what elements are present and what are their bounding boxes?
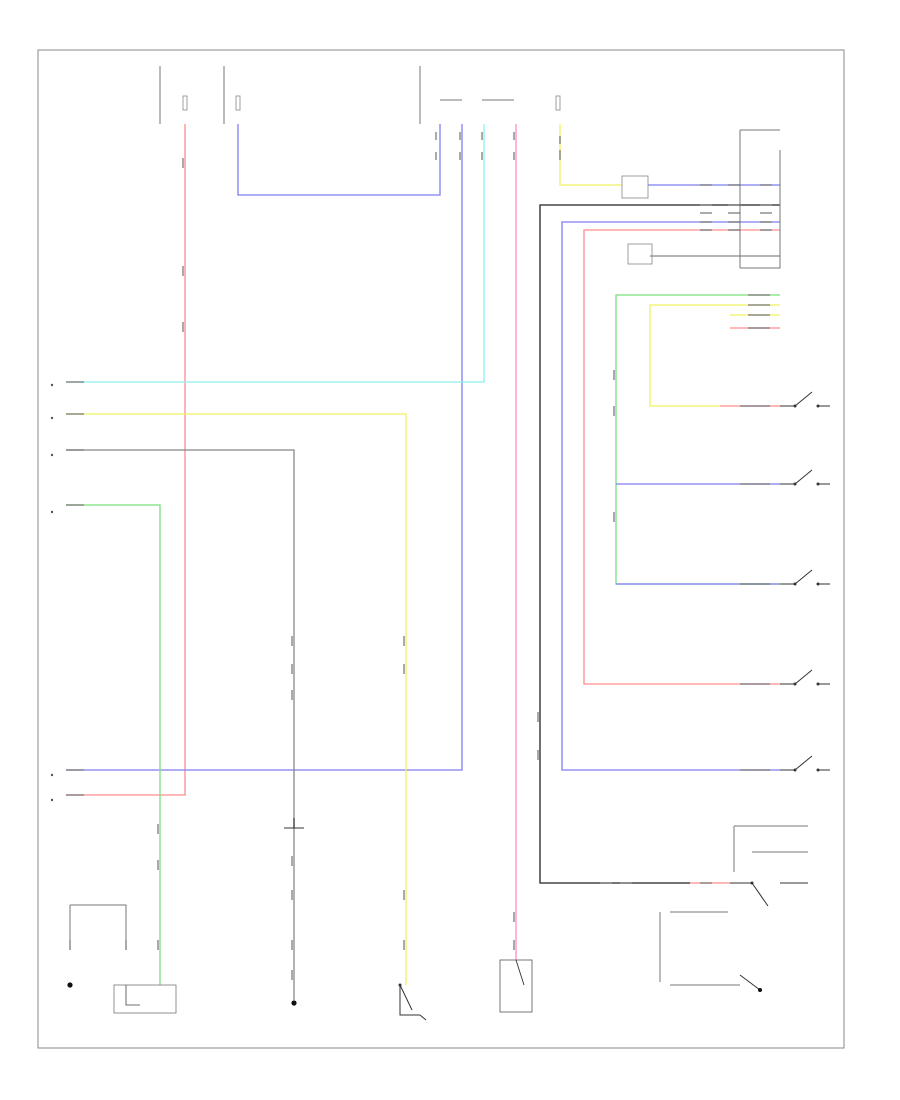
wire-label-ticks xyxy=(66,132,772,980)
switch-column xyxy=(780,391,830,772)
wire-cyan xyxy=(66,124,485,383)
wire-blue-right xyxy=(561,221,780,771)
connector-icon xyxy=(621,175,649,199)
fuse-icon xyxy=(555,95,561,111)
top-header-area xyxy=(159,66,561,124)
ground-icon xyxy=(739,974,762,992)
wire-green xyxy=(66,504,161,985)
wire-gray xyxy=(66,449,295,1000)
fuel-sender xyxy=(67,904,177,1014)
ground-icon xyxy=(67,982,73,988)
wire-blue-left xyxy=(66,124,463,771)
washer-level-sensor xyxy=(499,959,533,1013)
wire-red-right xyxy=(583,229,780,685)
switch-icon xyxy=(780,669,830,686)
trunk-area xyxy=(659,825,808,992)
switch-icon xyxy=(730,881,808,907)
wire-green-right xyxy=(615,294,780,585)
terminal-dot xyxy=(50,416,54,420)
terminal-dot xyxy=(50,453,54,457)
terminal-dot xyxy=(50,773,54,777)
switch-icon xyxy=(780,569,830,586)
terminal-dot xyxy=(50,798,54,802)
wire-yellow-courtesy xyxy=(649,304,780,407)
brake-switch xyxy=(284,818,304,1006)
wires xyxy=(66,124,780,1000)
instrument-cluster xyxy=(621,129,781,269)
fuse-icon xyxy=(235,95,241,111)
wire-blue-top xyxy=(237,124,441,196)
connector-icon xyxy=(627,243,653,265)
diagram-frame xyxy=(37,49,845,1049)
fuse-icon xyxy=(182,95,188,111)
parking-brake-switch xyxy=(398,983,427,1021)
ground-icon xyxy=(291,1000,297,1006)
terminal-dot xyxy=(50,510,54,514)
left-terminals xyxy=(50,383,54,802)
wire-red-main xyxy=(66,124,186,796)
switch-icon xyxy=(780,469,830,486)
wire-black-bus xyxy=(539,204,780,884)
switch-icon xyxy=(780,391,830,408)
sender-icon xyxy=(113,984,177,1014)
terminal-dot xyxy=(50,383,54,387)
switch-icon xyxy=(780,755,830,772)
wire-yellow-top xyxy=(559,124,622,186)
wire-yellow xyxy=(66,413,407,985)
